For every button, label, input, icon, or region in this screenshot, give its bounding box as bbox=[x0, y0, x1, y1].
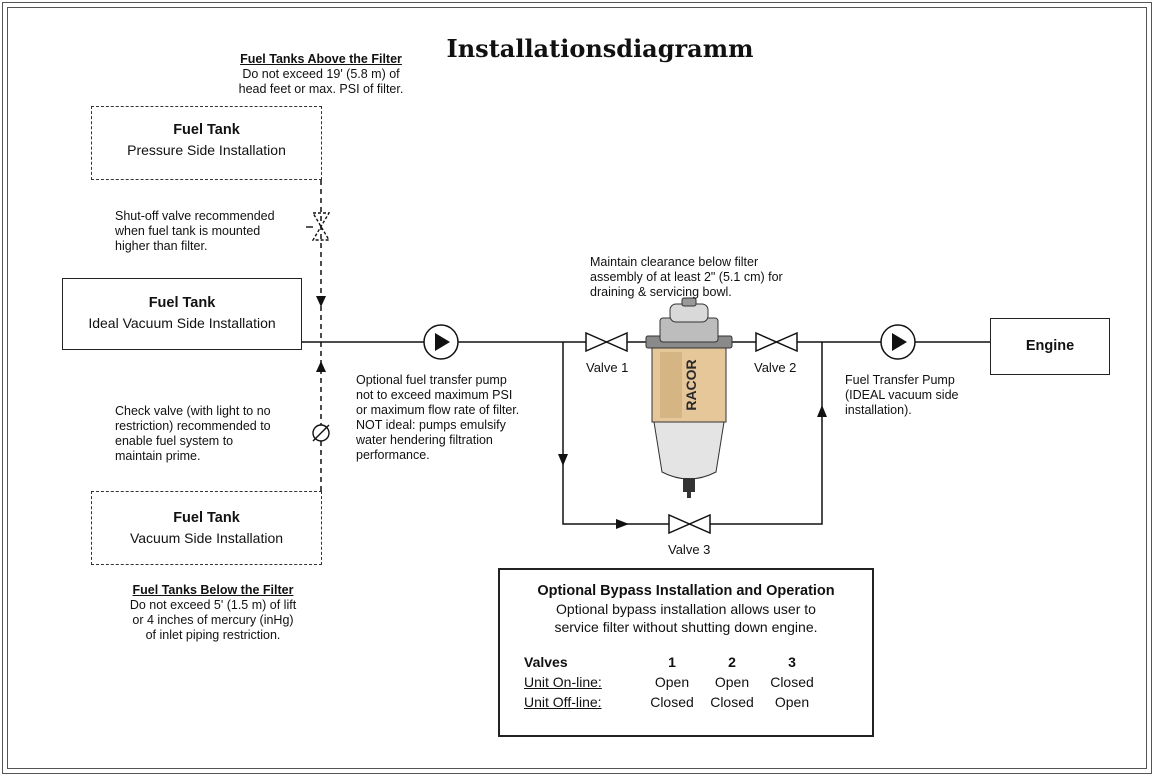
table-header-row: Valves 1 2 3 bbox=[524, 652, 822, 672]
optpump-line4: NOT ideal: pumps emulsify bbox=[356, 418, 506, 432]
shutoff-line3: higher than filter. bbox=[115, 239, 208, 253]
bypass-arrow-right-icon bbox=[616, 519, 629, 529]
filter-brand-label: RACOR bbox=[683, 359, 699, 410]
table-header-cell: 1 bbox=[668, 654, 676, 670]
up-arrow-icon bbox=[316, 361, 326, 372]
table-cell: Unit On-line: bbox=[524, 674, 602, 690]
page-title: Installationsdiagramm bbox=[446, 34, 754, 63]
check-line2: restriction) recommended to bbox=[115, 419, 271, 433]
below-filter-line2: or 4 inches of mercury (inHg) bbox=[132, 613, 294, 627]
optpump-line3: or maximum flow rate of filter. bbox=[356, 403, 520, 417]
table-row: Unit On-line: Open Open Closed bbox=[524, 672, 822, 692]
table-header-cell: 2 bbox=[728, 654, 736, 670]
ideal-vacuum-tank-box: Fuel Tank Ideal Vacuum Side Installation bbox=[62, 278, 302, 350]
table-cell: Open bbox=[714, 674, 750, 690]
above-filter-line1: Do not exceed 19' (5.8 m) of bbox=[242, 67, 400, 81]
table-cell: Open bbox=[774, 694, 810, 710]
pressure-tank-title: Fuel Tank bbox=[173, 122, 240, 138]
optpump-line2: not to exceed maximum PSI bbox=[356, 388, 513, 402]
pressure-tank-subtitle: Pressure Side Installation bbox=[127, 142, 286, 158]
bypass-desc-line1: Optional bypass installation allows user… bbox=[556, 601, 816, 617]
transfer-line1: Fuel Transfer Pump bbox=[845, 373, 955, 387]
check-valve-note: Check valve (with light to no restrictio… bbox=[115, 404, 301, 464]
optional-pump-icon bbox=[423, 324, 459, 360]
valve-1-label: Valve 1 bbox=[586, 360, 629, 375]
table-cell: Closed bbox=[770, 674, 814, 690]
bypass-arrow-down-icon bbox=[558, 454, 568, 466]
below-filter-note: Fuel Tanks Below the Filter Do not excee… bbox=[93, 583, 333, 643]
transfer-line2: (IDEAL vacuum side bbox=[845, 388, 959, 402]
shutoff-line2: when fuel tank is mounted bbox=[115, 224, 261, 238]
inner-frame bbox=[7, 7, 1147, 769]
bypass-desc-line2: service filter without shutting down eng… bbox=[554, 619, 818, 635]
bypass-heading: Optional Bypass Installation and Operati… bbox=[537, 583, 835, 599]
vacuum-tank-subtitle: Vacuum Side Installation bbox=[129, 530, 284, 546]
bypass-info-box: Optional Bypass Installation and Operati… bbox=[498, 568, 874, 737]
transfer-line3: installation). bbox=[845, 403, 912, 417]
check-line1: Check valve (with light to no bbox=[115, 404, 271, 418]
table-header-cell: 3 bbox=[788, 654, 796, 670]
ideal-tank-subtitle: Ideal Vacuum Side Installation bbox=[88, 315, 276, 331]
optpump-line6: performance. bbox=[356, 448, 430, 462]
ideal-tank-title: Fuel Tank bbox=[148, 295, 216, 311]
valve-2-label: Valve 2 bbox=[754, 360, 797, 375]
above-filter-heading: Fuel Tanks Above the Filter bbox=[240, 52, 402, 66]
optpump-line5: water hendering filtration bbox=[356, 433, 493, 447]
engine-box: Engine bbox=[990, 318, 1110, 375]
check-line3: enable fuel system to bbox=[115, 434, 234, 448]
check-line4: maintain prime. bbox=[115, 449, 201, 463]
table-cell: Closed bbox=[710, 694, 754, 710]
valve-3-icon bbox=[668, 513, 711, 535]
shutoff-line1: Shut-off valve recommended bbox=[115, 209, 275, 223]
transfer-pump-note: Fuel Transfer Pump (IDEAL vacuum side in… bbox=[845, 373, 985, 418]
check-valve-icon bbox=[312, 424, 330, 442]
clearance-note: Maintain clearance below filter assembly… bbox=[590, 255, 822, 300]
pressure-side-tank-box: Fuel Tank Pressure Side Installation bbox=[91, 106, 322, 180]
filter-assembly-icon bbox=[645, 297, 733, 498]
valve-2-icon bbox=[755, 331, 798, 353]
valve-1-icon bbox=[585, 331, 628, 353]
below-filter-line3: of inlet piping restriction. bbox=[145, 628, 281, 642]
table-cell: Unit Off-line: bbox=[524, 694, 602, 710]
optpump-line1: Optional fuel transfer pump bbox=[356, 373, 507, 387]
below-filter-heading: Fuel Tanks Below the Filter bbox=[132, 583, 294, 597]
table-cell: Open bbox=[654, 674, 690, 690]
above-filter-line2: head feet or max. PSI of filter. bbox=[238, 82, 404, 96]
valve-operation-table: Valves 1 2 3 Unit On-line: Open Open Clo… bbox=[524, 652, 822, 712]
shutoff-valve-icon bbox=[306, 212, 331, 241]
table-row: Unit Off-line: Closed Closed Open bbox=[524, 692, 822, 712]
shutoff-note: Shut-off valve recommended when fuel tan… bbox=[115, 209, 303, 254]
clearance-line2: assembly of at least 2" (5.1 cm) for bbox=[590, 270, 783, 284]
below-filter-line1: Do not exceed 5' (1.5 m) of lift bbox=[129, 598, 297, 612]
clearance-line1: Maintain clearance below filter bbox=[590, 255, 759, 269]
vacuum-side-tank-box: Fuel Tank Vacuum Side Installation bbox=[91, 491, 322, 565]
vacuum-tank-title: Fuel Tank bbox=[173, 510, 240, 526]
down-arrow-icon bbox=[316, 296, 326, 307]
table-header-cell: Valves bbox=[524, 654, 568, 670]
clearance-line3: draining & servicing bowl. bbox=[590, 285, 732, 299]
table-cell: Closed bbox=[650, 694, 694, 710]
valve-3-label: Valve 3 bbox=[668, 542, 711, 557]
bypass-arrow-up-icon bbox=[817, 405, 827, 417]
above-filter-note: Fuel Tanks Above the Filter Do not excee… bbox=[111, 52, 531, 97]
optional-pump-note: Optional fuel transfer pump not to excee… bbox=[356, 373, 540, 463]
transfer-pump-icon bbox=[880, 324, 916, 360]
engine-title: Engine bbox=[1025, 338, 1075, 354]
